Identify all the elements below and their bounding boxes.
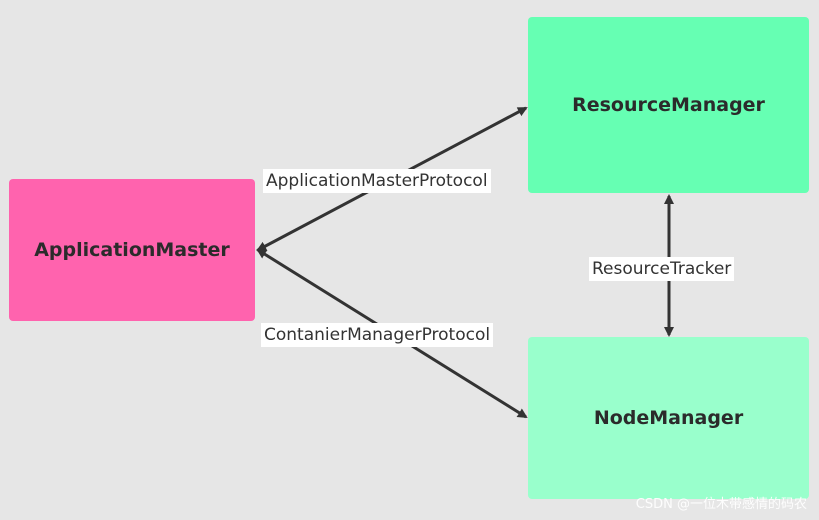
node-manager-node: NodeManager [528,337,809,499]
resource-manager-node: ResourceManager [528,17,809,193]
container-manager-protocol-label: ContanierManagerProtocol [261,323,494,347]
resource-tracker-label: ResourceTracker [589,257,735,281]
resource-manager-label: ResourceManager [572,94,765,116]
application-master-label: ApplicationMaster [34,239,230,261]
application-master-protocol-label: ApplicationMasterProtocol [263,169,491,193]
csdn-watermark: CSDN @一位木带感情的码农 [635,497,807,512]
node-manager-label: NodeManager [593,407,744,429]
application-master-node: ApplicationMaster [9,179,255,321]
